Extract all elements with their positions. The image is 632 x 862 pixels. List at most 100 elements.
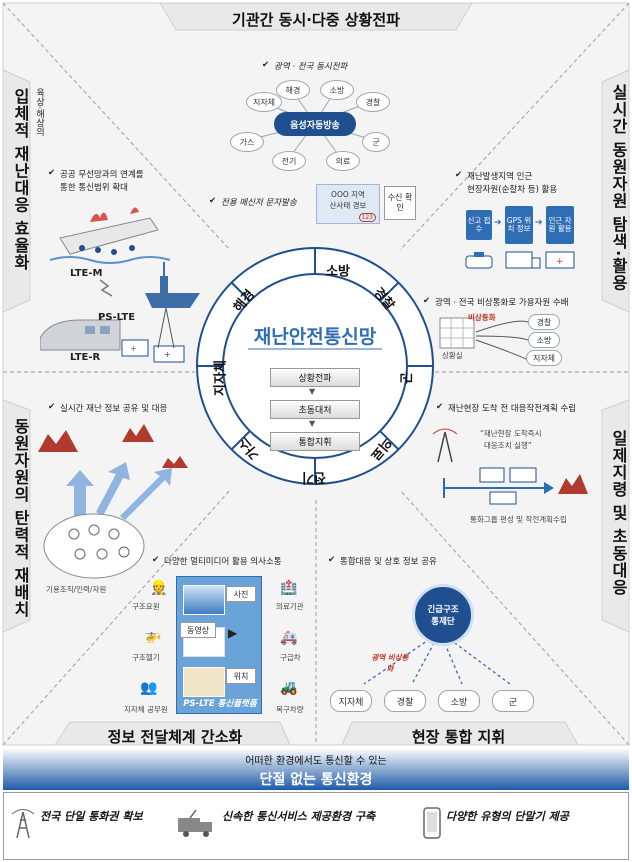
ring-label-electricity: 전기 xyxy=(302,469,326,485)
flow-gps: GPS 위치 정보 xyxy=(505,206,533,244)
top-right-bullet2: 광역 · 전국 비상통화로 가용자원 수배 xyxy=(435,298,569,308)
helicopter-icon: 🚁 xyxy=(144,628,162,644)
label-officials: 지자체 공무원 xyxy=(124,705,168,714)
chevron-down-icon: ▼ xyxy=(309,387,316,396)
banner-line-1: 어떠한 환경에서도 통신할 수 있는 xyxy=(245,756,387,767)
bottom-right-bullet: 재난현장 도착 전 대응작전계획 수립 xyxy=(448,404,577,414)
label-ps-lte: PS-LTE xyxy=(98,312,136,323)
top-left-section-title: 입체적 재난대응 효율화 xyxy=(11,88,30,272)
excavator-icon: 🚜 xyxy=(280,680,298,696)
map-thumbnail xyxy=(183,667,225,697)
chip-electricity: 전기 xyxy=(272,151,306,171)
play-icon: ▶ xyxy=(228,626,238,640)
top-bullet-broadcast: 광역 · 전국 동시전파 xyxy=(274,62,348,72)
node-police: 경찰 xyxy=(384,690,426,712)
menu-initial-response[interactable]: 초동대처 xyxy=(270,400,360,419)
situation-room-label: 상황실 xyxy=(442,351,463,360)
chip-police: 경찰 xyxy=(356,92,390,112)
svg-text:+: + xyxy=(130,344,137,353)
media-video[interactable]: 동영상 xyxy=(180,622,216,638)
top-bullet-messenger: 전용 메신저 문자발송 xyxy=(221,198,297,208)
top-right-section-title: 실시간 동원자원 탐색·활용 xyxy=(609,84,628,292)
hospital-icon: 🏥 xyxy=(280,580,298,596)
node-fire: 소방 xyxy=(438,690,480,712)
ring-label-fire: 소방 xyxy=(326,264,350,280)
target-police: 경찰 xyxy=(528,314,560,330)
bottom-mid-right-bullet: 통합대응 및 상호 정보 공유 xyxy=(340,557,437,567)
phone-icon xyxy=(423,807,441,839)
flow-nearby-resources: 인근 자원 활용 xyxy=(546,206,574,244)
resource-redeploy-illustration xyxy=(38,424,188,579)
label-rescuer: 구조요원 xyxy=(132,602,160,611)
bottom-mid-right-section-title: 현장 통합 지휘 xyxy=(411,728,506,746)
target-fire: 소방 xyxy=(528,332,560,348)
banner-line-2: 단절 없는 통신환경 xyxy=(259,772,373,788)
bottom-mid-right-emergency-label: 광역 비상통화 xyxy=(371,653,409,673)
auto-broadcast-hub: 음성자동방송 xyxy=(274,112,356,136)
tower-icon xyxy=(432,428,458,463)
top-left-subtitle: 육상·해상의 xyxy=(34,88,44,136)
center-ring xyxy=(196,247,434,485)
top-section-title: 기관간 동시·다중 상황전파 xyxy=(232,11,400,29)
top-right-emergency-label: 비상통화 xyxy=(468,313,496,322)
quote-line-1: “재난현장 도착즉시 xyxy=(480,429,542,438)
bottom-item-coverage: 전국 단일 통화권 확보 xyxy=(40,810,143,823)
ps-lte-platform-panel xyxy=(176,576,262,714)
arrow-right-icon: ➔ xyxy=(494,218,502,228)
node-local-gov: 지자체 xyxy=(330,690,372,712)
label-lte-r: LTE-R xyxy=(70,352,101,363)
rescue-control-hub: 긴급구조 통제단 xyxy=(412,584,474,646)
ring-label-military: 군 xyxy=(397,372,413,384)
node-military: 군 xyxy=(492,690,534,712)
check-icon: ✔ xyxy=(262,60,270,70)
media-photo[interactable]: 사진 xyxy=(226,586,256,602)
top-left-bullet-line1: 공공 무선망과의 연계를 xyxy=(60,170,144,180)
patrol-vehicles-icon: + xyxy=(465,251,575,269)
menu-situation-broadcast[interactable]: 상황전파 xyxy=(270,368,360,387)
bottom-right-section-title: 일제지령 및 초동대응 xyxy=(609,430,628,597)
resources-label: 기용조직/인력/자원 xyxy=(46,585,107,594)
hub-line-2: 통제단 xyxy=(431,617,455,627)
menu-integrated-command[interactable]: 통합지휘 xyxy=(270,432,360,451)
chip-gas: 가스 xyxy=(230,132,264,152)
officials-icon: 👥 xyxy=(140,680,158,696)
message-line-2: 산사태 경보 xyxy=(329,201,367,210)
label-helicopter: 구조헬기 xyxy=(132,653,160,662)
seamless-banner: 어떠한 환경에서도 통신할 수 있는 단절 없는 통신환경 xyxy=(3,748,629,790)
label-lte-m: LTE-M xyxy=(70,268,103,279)
arrow-right-icon: ➔ xyxy=(535,218,543,228)
photo-thumbnail xyxy=(183,585,225,615)
emergency-call-diagram xyxy=(439,317,529,361)
quote-line-2: 대응조치 실행” xyxy=(484,441,532,450)
center-title: 재난안전통신망 xyxy=(253,326,377,348)
message-count-badge: 123 xyxy=(358,213,376,222)
check-icon: ✔ xyxy=(455,170,463,180)
center-divider xyxy=(248,348,382,350)
check-icon: ✔ xyxy=(423,296,431,306)
chip-coast-guard: 해경 xyxy=(276,80,310,100)
platform-label: PS-LTE 통신플랫폼 xyxy=(183,699,257,709)
flow-report: 신고 접수 xyxy=(466,210,492,240)
bottom-item-service-env: 신속한 통신서비스 제공환경 구축 xyxy=(222,810,376,823)
bottom-mid-left-section-title: 정보 전달체계 간소화 xyxy=(107,728,243,746)
chip-medical: 의료 xyxy=(326,151,360,171)
dispatch-illustration xyxy=(443,467,588,505)
check-icon: ✔ xyxy=(48,402,56,412)
call-group-plan-label: 통화그룹 편성 및 작전계획수립 xyxy=(470,515,567,524)
hub-line-1: 긴급구조 xyxy=(427,605,459,615)
top-right-bullet1-line1: 재난발생지역 인근 xyxy=(467,172,533,182)
label-hospital: 의료기관 xyxy=(276,602,304,611)
public-network-illustration: + + xyxy=(40,207,200,363)
label-recovery-vehicle: 복구차량 xyxy=(276,705,304,714)
svg-text:+: + xyxy=(556,257,564,267)
bottom-strip xyxy=(3,792,629,860)
media-location[interactable]: 위치 xyxy=(226,668,256,684)
tower-icon xyxy=(11,809,35,839)
check-icon: ✔ xyxy=(48,168,56,178)
chip-fire: 소방 xyxy=(320,80,354,100)
message-confirm-button[interactable]: 수신 확인 xyxy=(384,186,416,220)
check-icon: ✔ xyxy=(209,196,217,206)
truck-icon xyxy=(178,810,212,837)
message-line-1: OOO 지역 xyxy=(331,190,365,199)
top-left-bullet-line2: 통한 통신범위 확대 xyxy=(60,183,128,193)
